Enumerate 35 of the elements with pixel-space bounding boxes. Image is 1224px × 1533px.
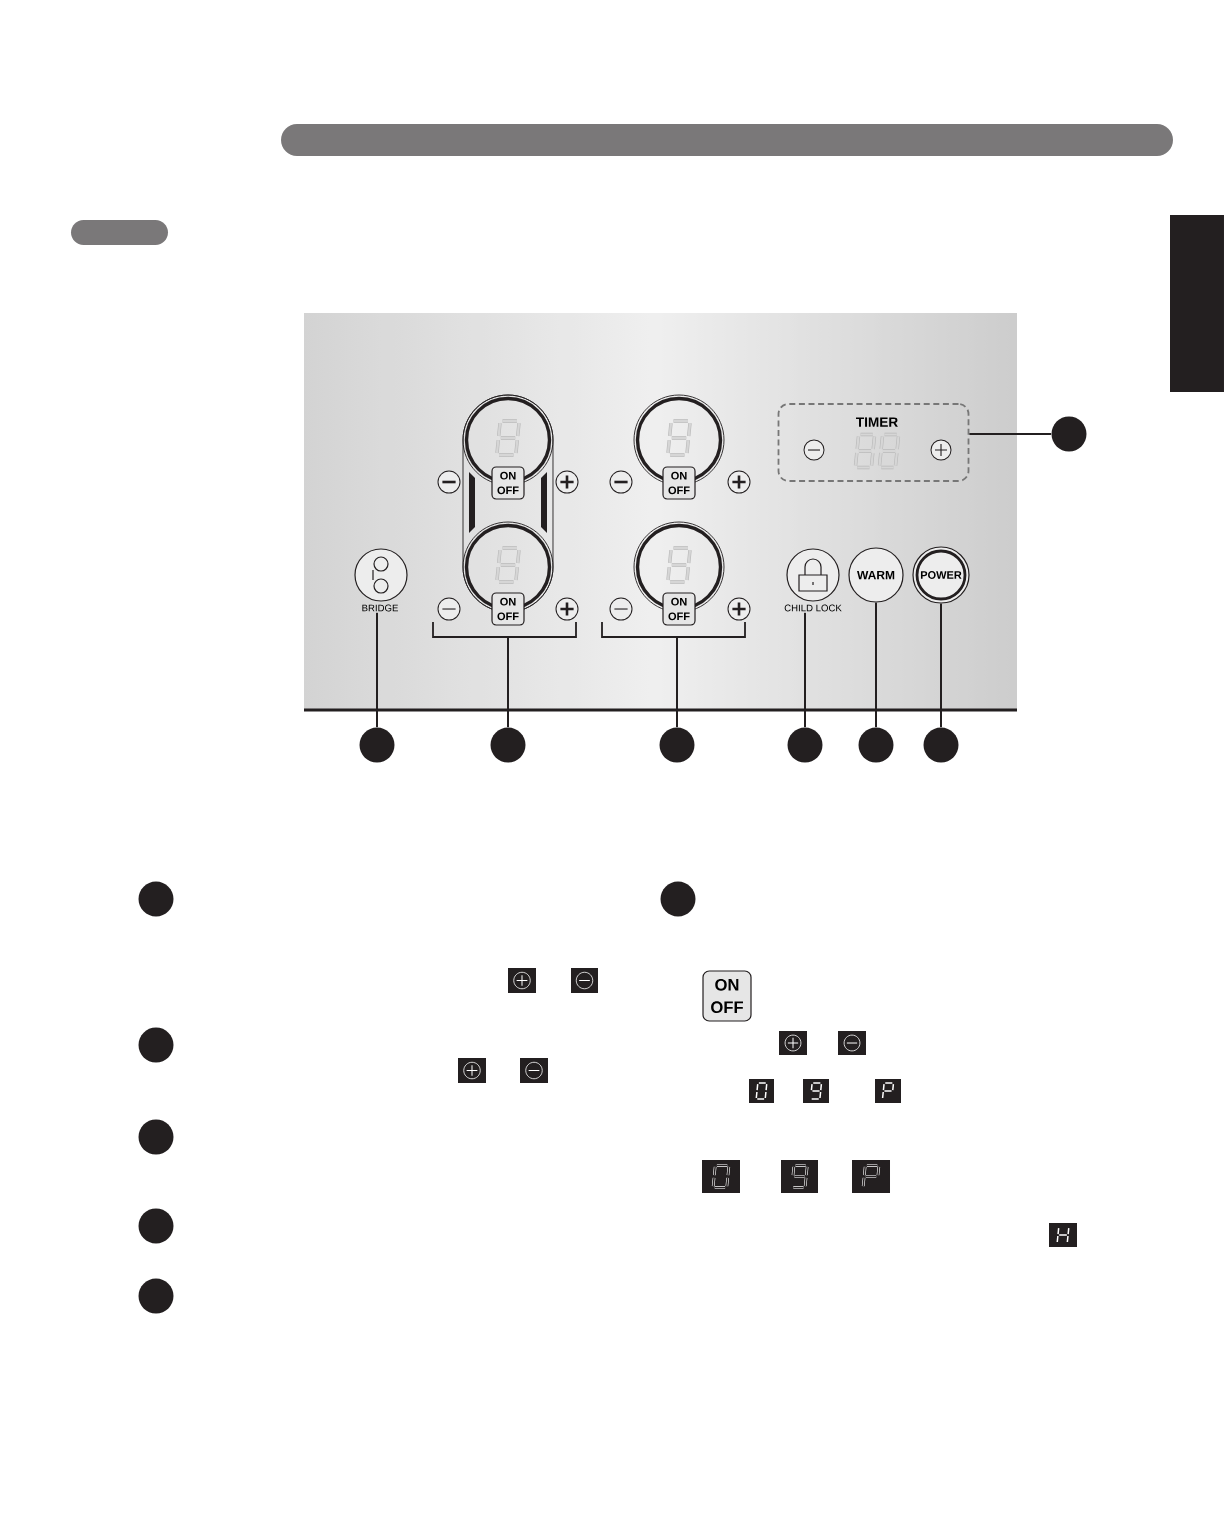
timer-display: TIMER: [777, 403, 970, 482]
callout-dot: [138, 881, 174, 917]
callout-dot: [1051, 416, 1087, 452]
on-off-key: ON OFF: [491, 592, 525, 626]
side-tab: [1170, 215, 1224, 392]
callout-dot: [138, 1208, 174, 1244]
power-button: POWER: [912, 546, 970, 604]
button-label: BRIDGE: [362, 604, 398, 612]
callout-dot: [660, 881, 696, 917]
leader-line: [940, 602, 942, 729]
leader-line: [875, 601, 877, 729]
on-off-key: ON OFF: [662, 592, 696, 626]
bracket: [432, 621, 577, 638]
leader-line: [676, 636, 678, 729]
callout-dot: [858, 727, 894, 763]
callout-dot: [138, 1278, 174, 1314]
callout-dot: [490, 727, 526, 763]
on-off-key: ON OFF: [662, 466, 696, 500]
leader-line: [804, 611, 806, 729]
on-off-key: ON OFF: [491, 466, 525, 500]
bracket: [601, 621, 746, 638]
section-tab: [71, 220, 168, 245]
button-label: CHILD LOCK: [784, 604, 842, 612]
callout-dot: [923, 727, 959, 763]
warm-button: WARM: [848, 547, 904, 603]
header-bar: [281, 124, 1173, 156]
on-off-key: ON OFF: [702, 970, 752, 1022]
leader-line: [507, 636, 509, 729]
callout-dot: [138, 1119, 174, 1155]
leader-line: [968, 433, 1053, 435]
callout-dot: [138, 1027, 174, 1063]
callout-dot: [359, 727, 395, 763]
callout-dot: [787, 727, 823, 763]
leader-line: [376, 611, 378, 729]
callout-dot: [659, 727, 695, 763]
